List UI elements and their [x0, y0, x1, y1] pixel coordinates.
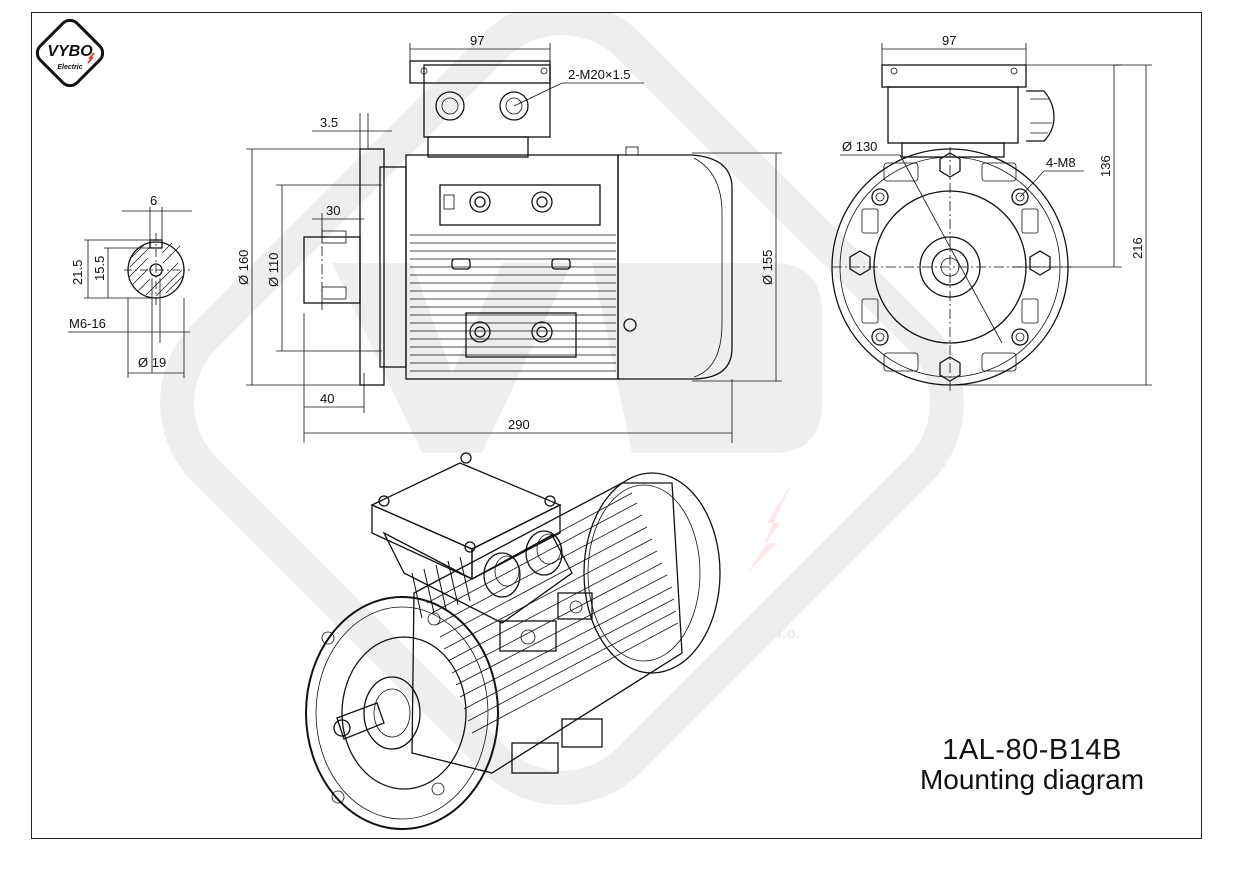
mounting-drawing: s.r.o. VYBO Electric 6 21.5: [35, 13, 1152, 830]
dim-bolt-circle: Ø 130: [842, 139, 877, 154]
dim-spigot-diameter: Ø 110: [266, 253, 281, 287]
dim-overall-height: 216: [1130, 237, 1145, 259]
dim-shaft-inner-height: 15.5: [92, 256, 107, 281]
drawing-sheet: s.r.o. VYBO Electric 6 21.5: [31, 12, 1202, 839]
dim-body-diameter: Ø 155: [760, 250, 775, 285]
side-view: 97 2-M20×1.5 3.5 30 Ø 160 Ø 110 40 290: [236, 33, 782, 443]
dim-mounting-holes: 4-M8: [1046, 155, 1076, 170]
dim-shaft-shoulder: 30: [326, 203, 340, 218]
brand-logo: VYBO Electric: [35, 18, 105, 88]
dim-shaft-outer-height: 21.5: [70, 260, 85, 285]
dim-flange-diameter: Ø 160: [236, 250, 251, 285]
shaft-section-view: 6 21.5 15.5 M6-16 Ø 19: [68, 193, 192, 378]
dim-box-width-side: 97: [470, 33, 484, 48]
dim-axis-height: 136: [1098, 155, 1113, 177]
dim-flange-thickness: 3.5: [320, 115, 338, 130]
logo-brand: VYBO: [47, 43, 93, 60]
dim-thread: M6-16: [69, 316, 106, 331]
dim-cable-glands: 2-M20×1.5: [568, 67, 631, 82]
logo-sub: Electric: [57, 64, 82, 71]
dim-shaft-length: 40: [320, 391, 334, 406]
drawing-caption: 1AL-80-B14B Mounting diagram: [882, 735, 1182, 795]
diagram-subtitle: Mounting diagram: [919, 764, 1145, 796]
dim-shaft-diameter: Ø 19: [138, 355, 166, 370]
isometric-view: [305, 452, 721, 830]
dim-overall-length: 290: [508, 417, 530, 432]
watermark-suffix: s.r.o.: [765, 625, 800, 642]
model-title: 1AL-80-B14B: [942, 734, 1122, 766]
dim-key-width: 6: [150, 193, 157, 208]
end-view: 97 Ø 130 4-M8 136 216: [831, 33, 1152, 391]
dim-box-width-end: 97: [942, 33, 956, 48]
watermark-logo: s.r.o.: [160, 13, 964, 805]
